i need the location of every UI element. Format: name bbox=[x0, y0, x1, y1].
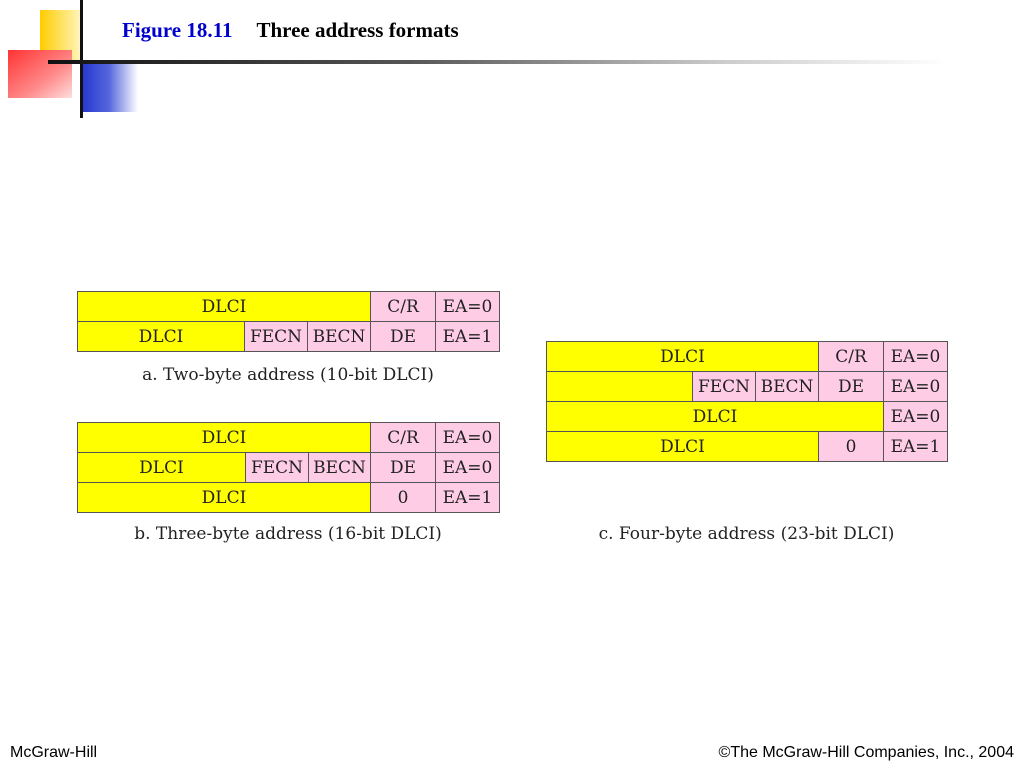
table-row: DLCI C/R EA=0 bbox=[77, 422, 500, 453]
dlci-field: DLCI bbox=[77, 321, 245, 352]
dlci-field: DLCI bbox=[546, 431, 819, 462]
footer-publisher: McGraw-Hill bbox=[10, 744, 98, 761]
ea-field: EA=0 bbox=[435, 452, 500, 483]
zero-bit-field: 0 bbox=[818, 431, 884, 462]
fecn-field: FECN bbox=[245, 452, 309, 483]
footer-copyright: ©The McGraw-Hill Companies, Inc., 2004 bbox=[718, 744, 1014, 761]
slide-title: Figure 18.11 Three address formats bbox=[122, 18, 459, 43]
zero-bit-field: 0 bbox=[370, 482, 436, 513]
table-row: DLCI 0 EA=1 bbox=[546, 431, 948, 462]
figure-number: Figure 18.11 bbox=[122, 18, 233, 42]
ea-field: EA=0 bbox=[883, 371, 948, 402]
three-byte-address-table: DLCI C/R EA=0 DLCI FECN BECN DE EA=0 DLC… bbox=[77, 422, 500, 513]
ea-field: EA=1 bbox=[435, 482, 500, 513]
dlci-field: DLCI bbox=[77, 422, 371, 453]
table-row: DLCI C/R EA=0 bbox=[546, 341, 948, 372]
ea-field: EA=1 bbox=[883, 431, 948, 462]
ea-field: EA=0 bbox=[435, 291, 500, 322]
table-row: DLCI EA=0 bbox=[546, 401, 948, 432]
de-field: DE bbox=[818, 371, 884, 402]
dlci-field: DLCI bbox=[77, 452, 246, 483]
caption-three-byte: b. Three-byte address (16-bit DLCI) bbox=[134, 524, 442, 544]
fecn-field: FECN bbox=[692, 371, 756, 402]
table-row: FECN BECN DE EA=0 bbox=[546, 371, 948, 402]
de-field: DE bbox=[370, 321, 436, 352]
ea-field: EA=0 bbox=[883, 401, 948, 432]
table-row: DLCI FECN BECN DE EA=1 bbox=[77, 321, 500, 352]
caption-two-byte: a. Two-byte address (10-bit DLCI) bbox=[142, 365, 434, 385]
table-row: DLCI FECN BECN DE EA=0 bbox=[77, 452, 500, 483]
dlci-field: DLCI bbox=[546, 341, 819, 372]
cr-field: C/R bbox=[818, 341, 884, 372]
caption-four-byte: c. Four-byte address (23-bit DLCI) bbox=[598, 524, 895, 544]
corner-blue-block bbox=[80, 62, 138, 112]
two-byte-address-table: DLCI C/R EA=0 DLCI FECN BECN DE EA=1 bbox=[77, 291, 500, 352]
becn-field: BECN bbox=[308, 452, 371, 483]
fecn-field: FECN bbox=[244, 321, 308, 352]
title-underline bbox=[48, 60, 948, 64]
corner-vertical-line bbox=[80, 0, 83, 118]
ea-field: EA=0 bbox=[883, 341, 948, 372]
dlci-field: DLCI bbox=[77, 291, 371, 322]
ea-field: EA=1 bbox=[435, 321, 500, 352]
becn-field: BECN bbox=[307, 321, 371, 352]
table-row: DLCI C/R EA=0 bbox=[77, 291, 500, 322]
ea-field: EA=0 bbox=[435, 422, 500, 453]
table-row: DLCI 0 EA=1 bbox=[77, 482, 500, 513]
cr-field: C/R bbox=[370, 291, 436, 322]
dlci-field: DLCI bbox=[546, 401, 884, 432]
de-field: DE bbox=[370, 452, 436, 483]
dlci-field bbox=[546, 371, 693, 402]
dlci-field: DLCI bbox=[77, 482, 371, 513]
figure-title: Three address formats bbox=[256, 18, 459, 42]
becn-field: BECN bbox=[755, 371, 819, 402]
cr-field: C/R bbox=[370, 422, 436, 453]
four-byte-address-table: DLCI C/R EA=0 FECN BECN DE EA=0 DLCI EA=… bbox=[546, 341, 948, 462]
corner-red-block bbox=[8, 50, 72, 98]
